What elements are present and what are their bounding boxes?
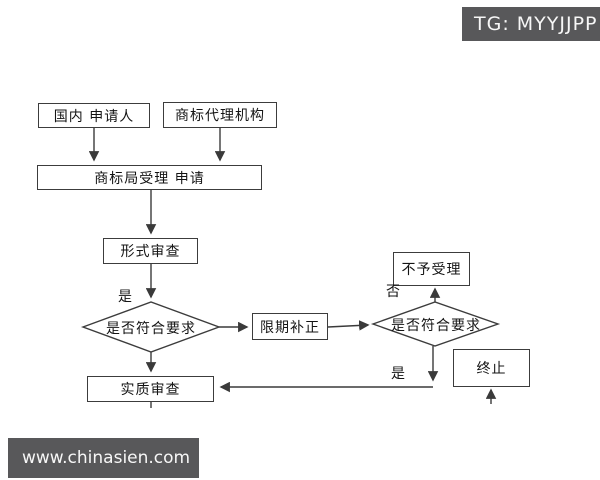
edge-correction-to-decision-right <box>327 320 370 331</box>
node-trademark-agency: 商标代理机构 <box>163 102 277 128</box>
decision-left-label: 是否符合要求 <box>106 321 196 337</box>
node-domestic-applicant: 国内 申请人 <box>38 103 150 128</box>
edge-label-yes-left: 是 <box>118 289 132 305</box>
edge-label-no-right: 否 <box>386 284 400 300</box>
node-formal-examination: 形式审查 <box>103 238 198 264</box>
decision-diamond-right <box>370 301 501 347</box>
node-not-accepted: 不予受理 <box>393 252 470 286</box>
node-terminate: 终止 <box>453 349 530 387</box>
node-office-accepts-application: 商标局受理 申请 <box>37 165 262 190</box>
website-watermark-bar: www.chinasien.com <box>8 438 199 478</box>
node-substantive-examination: 实质审查 <box>87 376 214 402</box>
edge-label-yes-right: 是 <box>391 366 405 382</box>
decision-right-label: 是否符合要求 <box>391 318 481 334</box>
decision-diamond-left <box>80 301 222 353</box>
tg-watermark-badge: TG: MYYJJPP <box>462 7 600 41</box>
node-deadline-correction: 限期补正 <box>252 313 328 340</box>
